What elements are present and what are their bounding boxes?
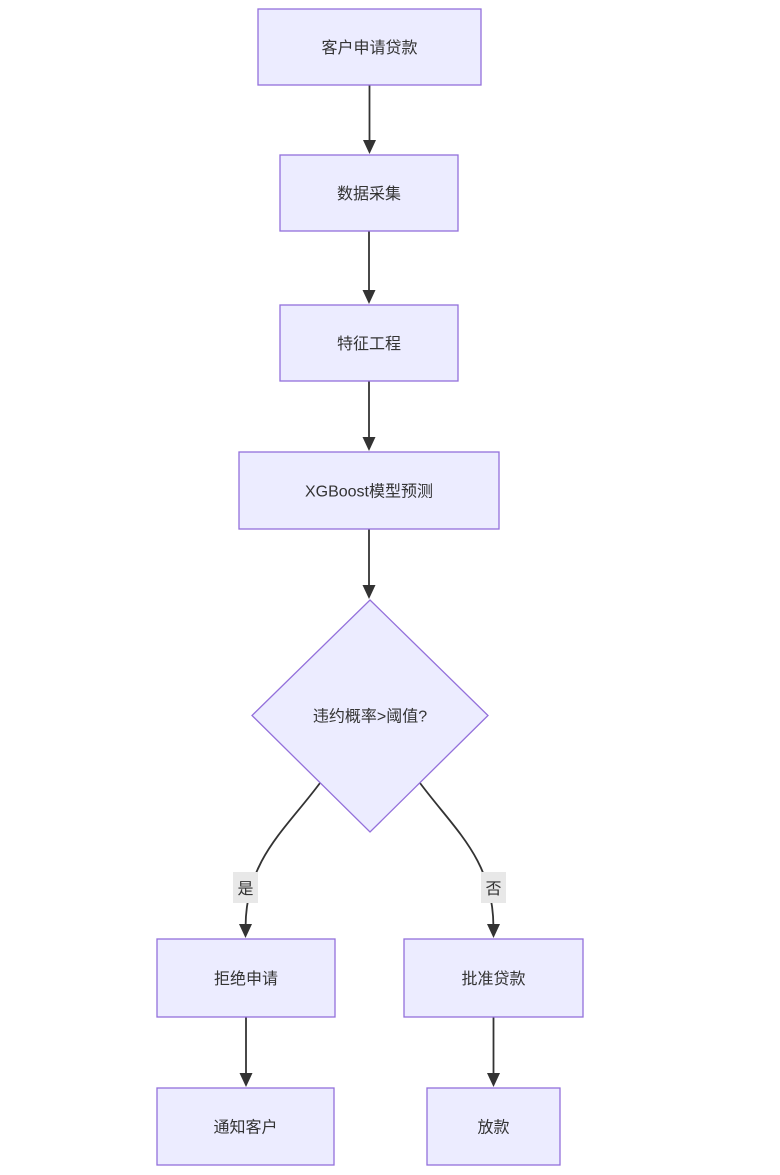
node-predict-label: XGBoost模型预测 [305, 483, 433, 501]
edge-label-background [233, 872, 258, 903]
edge-line [419, 782, 495, 927]
arrowhead-icon [363, 140, 376, 154]
node-decision-diamond [251, 599, 489, 833]
node-reject-label: 拒绝申请 [214, 970, 278, 988]
node-feature-label: 特征工程 [337, 335, 401, 353]
node-approve: 批准贷款 [403, 938, 584, 1018]
node-feature-box [279, 304, 459, 382]
node-disburse: 放款 [426, 1087, 561, 1166]
node-approve-label: 批准贷款 [461, 970, 525, 988]
node-decision: 违约概率>阈值? [251, 599, 489, 833]
node-reject-box [156, 938, 336, 1018]
arrowhead-icon [239, 924, 252, 938]
edge-feature-predict [362, 381, 376, 451]
node-predict-box [238, 451, 500, 530]
edge-reject-notify [239, 1017, 253, 1087]
node-notify-label: 通知客户 [213, 1119, 277, 1137]
arrowhead-icon [239, 1073, 253, 1087]
edge-apply-collect [363, 85, 376, 154]
node-approve-box [403, 938, 584, 1018]
edge-label-yes: 是 [237, 881, 253, 898]
arrowhead-icon [362, 585, 376, 599]
node-collect: 数据采集 [279, 154, 459, 232]
node-decision-label: 违约概率>阈值? [313, 708, 427, 726]
node-disburse-box [426, 1087, 561, 1166]
edge-predict-decision [362, 529, 376, 599]
node-apply-box [257, 8, 482, 86]
node-feature: 特征工程 [279, 304, 459, 382]
edge-approve-disburse [487, 1017, 500, 1087]
arrowhead-icon [487, 924, 500, 938]
arrowhead-icon [362, 437, 376, 451]
node-predict: XGBoost模型预测 [238, 451, 500, 530]
edge-decision-approve: 否 [419, 782, 506, 938]
arrowhead-icon [362, 290, 376, 304]
edge-label-no: 否 [485, 881, 501, 898]
node-notify-box [156, 1087, 335, 1166]
edge-label-background [481, 872, 506, 903]
edge-collect-feature [362, 231, 376, 304]
arrowhead-icon [487, 1073, 500, 1087]
node-notify: 通知客户 [156, 1087, 335, 1166]
node-collect-label: 数据采集 [337, 185, 401, 203]
edge-decision-reject: 是 [233, 782, 321, 938]
node-apply: 客户申请贷款 [257, 8, 482, 86]
node-disburse-label: 放款 [477, 1119, 509, 1137]
node-apply-label: 客户申请贷款 [321, 39, 417, 57]
edge-line [244, 782, 321, 927]
node-collect-box [279, 154, 459, 232]
node-reject: 拒绝申请 [156, 938, 336, 1018]
